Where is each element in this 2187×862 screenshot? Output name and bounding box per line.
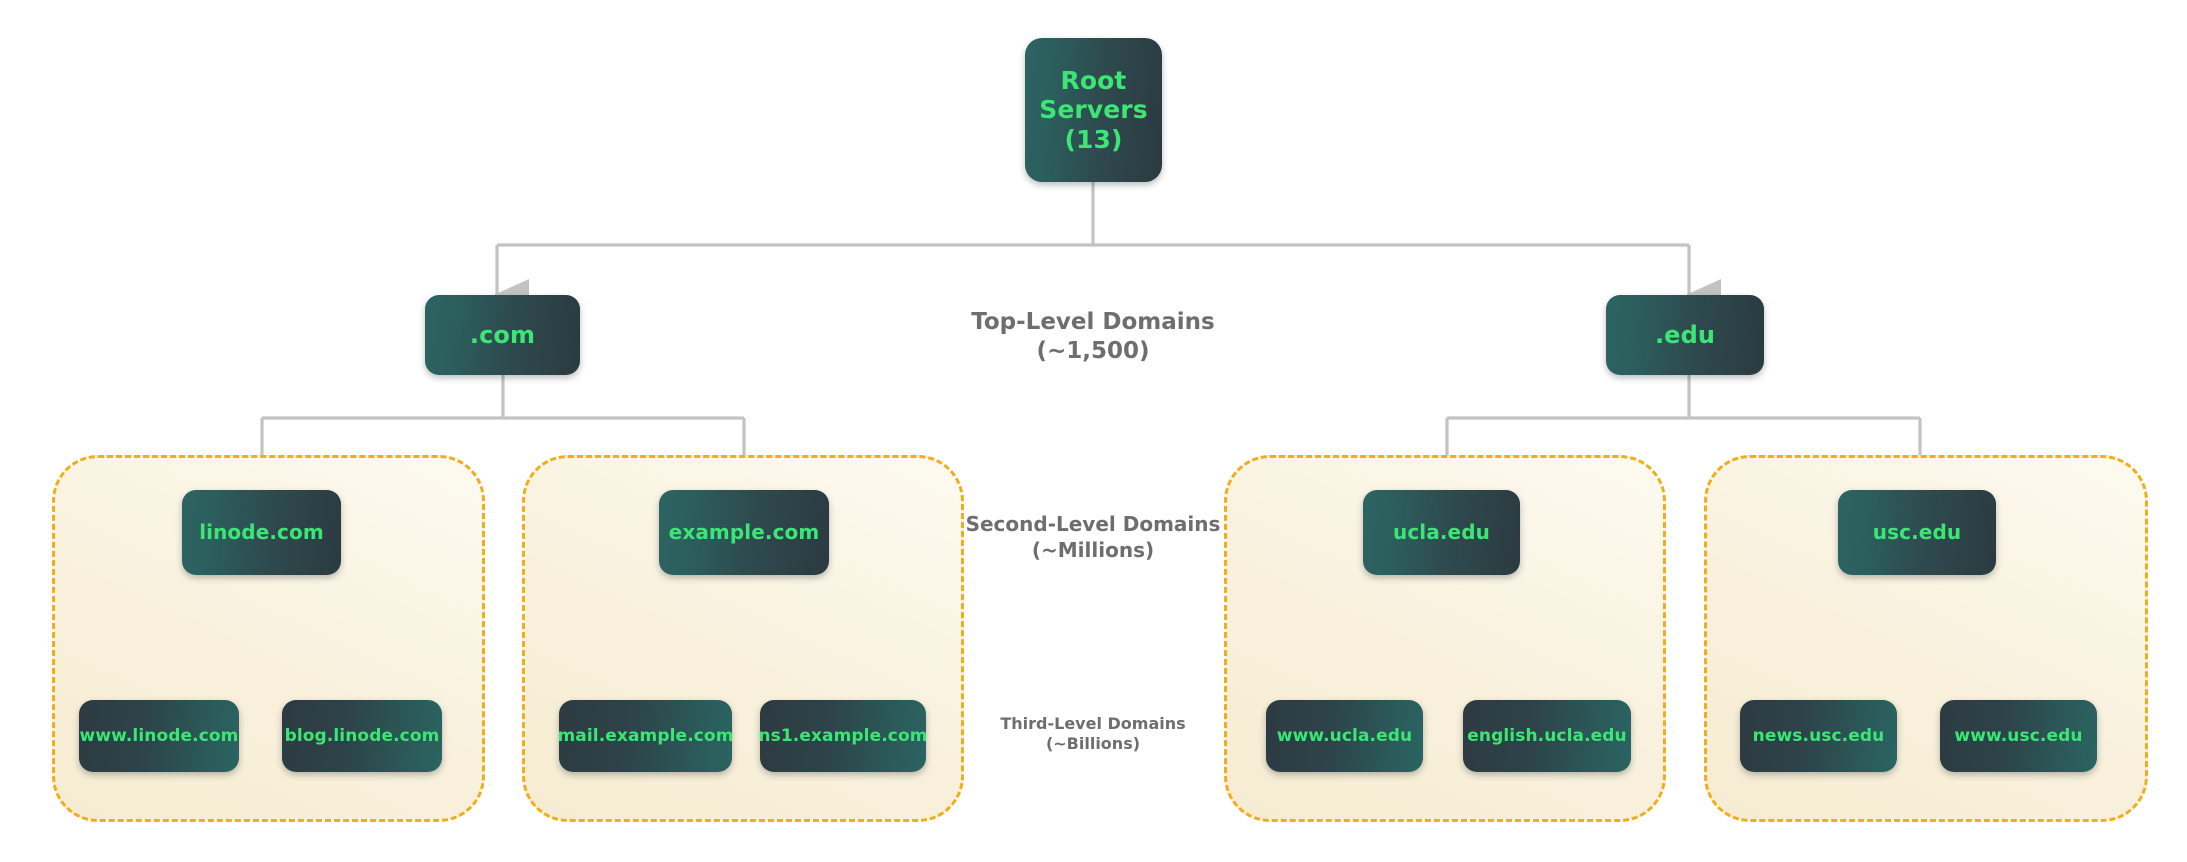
node-third-ns1-example-com[interactable]: ns1.example.com — [758, 700, 927, 772]
node-third-www-usc-edu[interactable]: www.usc.edu — [1940, 700, 2097, 772]
node-sld-linode-com[interactable]: linode.com — [182, 490, 341, 575]
node-third-www-ucla-edu[interactable]: www.ucla.edu — [1266, 700, 1423, 772]
node-sld-example-com[interactable]: example.com — [659, 490, 829, 575]
node-sld-usc-edu[interactable]: usc.edu — [1838, 490, 1996, 575]
node-tld-com[interactable]: .com — [425, 295, 580, 375]
node-third-english-ucla-edu[interactable]: english.ucla.edu — [1463, 700, 1631, 772]
tier-label-top-level: Top-Level Domains (~1,500) — [971, 309, 1215, 365]
node-root-servers[interactable]: Root Servers (13) — [1025, 38, 1162, 182]
node-third-blog-linode-com[interactable]: blog.linode.com — [282, 700, 442, 772]
node-sld-ucla-edu[interactable]: ucla.edu — [1363, 490, 1520, 575]
tier-label-third-level: Third-Level Domains (~Billions) — [1000, 714, 1186, 754]
tier-label-second-level: Second-Level Domains (~Millions) — [965, 512, 1221, 562]
node-third-www-linode-com[interactable]: www.linode.com — [79, 700, 239, 772]
node-third-news-usc-edu[interactable]: news.usc.edu — [1740, 700, 1897, 772]
node-tld-edu[interactable]: .edu — [1606, 295, 1764, 375]
node-third-mail-example-com[interactable]: mail.example.com — [557, 700, 733, 772]
